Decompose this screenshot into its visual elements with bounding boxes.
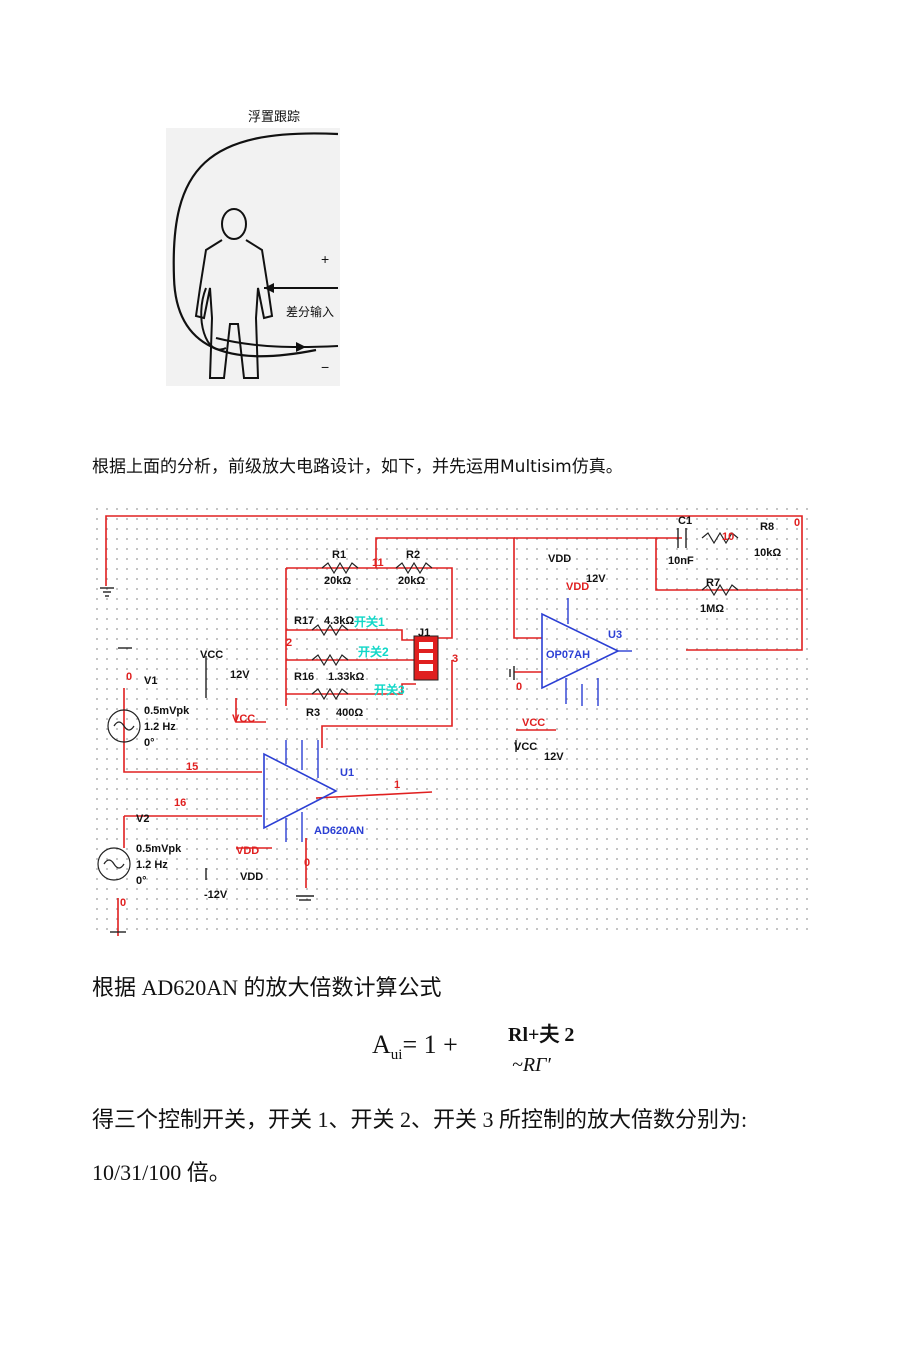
c1-value: 10nF	[668, 555, 694, 567]
switch1-label: 开关1	[354, 614, 385, 629]
vdd-u3-label: VDD	[548, 553, 571, 565]
r17-label: R17	[294, 615, 314, 627]
switch2-label: 开关2	[358, 644, 389, 659]
r8-value: 10kΩ	[754, 547, 781, 559]
result-values: 10/31/100 倍。	[92, 1160, 231, 1185]
v2-freq: 1.2 Hz	[136, 859, 168, 871]
r1-label: R1	[332, 549, 346, 561]
formula-denominator: ~RΓ′	[512, 1054, 551, 1076]
v2-label: V2	[136, 813, 149, 825]
u3-label: U3	[608, 629, 622, 641]
vcc-top-voltage: 12V	[230, 669, 250, 681]
formula-rest: = 1 +	[402, 1030, 458, 1059]
v1-amp: 0.5mVpk	[144, 705, 190, 717]
node-11: 11	[372, 557, 384, 569]
v2-phase: 0°	[136, 875, 147, 887]
r3-label: R3	[306, 707, 320, 719]
diff-input-label: 差分输入	[286, 304, 334, 319]
vneg12-label: -12V	[204, 889, 228, 901]
formula-sub: ui	[390, 1047, 403, 1064]
vcc-top-label: VCC	[200, 649, 223, 661]
formula-numerator: Rl+夫 2	[508, 1024, 575, 1046]
node-10: 10	[722, 531, 734, 543]
minus-sign: −	[321, 359, 329, 375]
r2-value: 20kΩ	[398, 575, 425, 587]
figure-caption: 浮置跟踪	[248, 110, 301, 125]
node-0-v2: 0	[120, 897, 126, 909]
u3-model: OP07AH	[546, 649, 590, 661]
node-15: 15	[186, 761, 198, 773]
u1-model: AD620AN	[314, 825, 364, 837]
vcc-u3-red-label: VCC	[522, 717, 545, 729]
vdd-u3-voltage: 12V	[586, 573, 606, 585]
circuit-schematic: R1 20kΩ R2 20kΩ R17 4.3kΩ R16 1.33kΩ R3 …	[96, 508, 810, 936]
formula-lhs: Aui= 1 +	[372, 1030, 458, 1064]
vdd-u1-label: VDD	[240, 871, 263, 883]
wires	[105, 515, 803, 936]
r8-label: R8	[760, 521, 774, 533]
node-0-u1: 0	[304, 857, 310, 869]
r3-value: 400Ω	[336, 707, 363, 719]
r1-value: 20kΩ	[324, 575, 351, 587]
r16-value: 1.33kΩ	[328, 671, 365, 683]
node-0-v1: 0	[126, 671, 132, 683]
c1-label: C1	[678, 515, 692, 527]
r17-value: 4.3kΩ	[324, 615, 354, 627]
intro-paragraph: 根据上面的分析，前级放大电路设计，如下，并先运用Multisim仿真。	[92, 457, 623, 477]
plus-sign: +	[321, 251, 329, 267]
vdd-u1-red-label: VDD	[236, 845, 259, 857]
v1-freq: 1.2 Hz	[144, 721, 176, 733]
vcc-u3-label: VCC	[514, 741, 537, 753]
node-1: 1	[394, 779, 400, 791]
node-2: 2	[286, 637, 292, 649]
formula-intro: 根据 AD620AN 的放大倍数计算公式	[92, 975, 442, 1000]
v1-label: V1	[144, 675, 157, 687]
result-paragraph: 得三个控制开关，开关 1、开关 2、开关 3 所控制的放大倍数分别为:	[92, 1107, 748, 1132]
r7-label: R7	[706, 577, 720, 589]
v2-amp: 0.5mVpk	[136, 843, 182, 855]
opamp-u1	[263, 752, 338, 830]
j1-label: J1	[418, 627, 430, 639]
formula-a: A	[372, 1030, 391, 1059]
body-illustration: + − 差分输入	[166, 128, 340, 386]
switch3-label: 开关3	[374, 682, 405, 697]
r7-value: 1MΩ	[700, 603, 724, 615]
node-3: 3	[452, 653, 458, 665]
vdd-u3-red-label: VDD	[566, 581, 589, 593]
node-0-top: 0	[794, 517, 800, 529]
r2-label: R2	[406, 549, 420, 561]
vcc-u3-voltage: 12V	[544, 751, 564, 763]
node-0-u3: 0	[516, 681, 522, 693]
r16-label: R16	[294, 671, 314, 683]
opamp-u3	[541, 612, 620, 690]
v1-phase: 0°	[144, 737, 155, 749]
vcc-u1-label: VCC	[232, 713, 255, 725]
node-16: 16	[174, 797, 186, 809]
u1-label: U1	[340, 767, 354, 779]
